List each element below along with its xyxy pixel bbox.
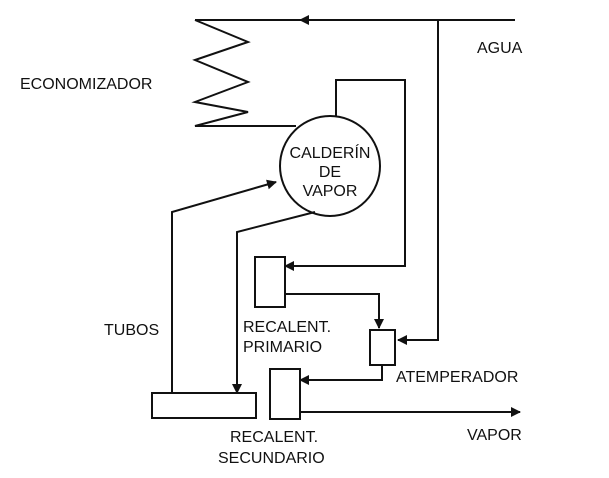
tubos-label: TUBOS [104,322,159,339]
tubes-header-box [151,392,257,419]
attemperator-to-secondary-line [299,365,383,385]
recalent-primario-label-line2: PRIMARIO [243,339,322,356]
primary-superheater-box [254,256,286,308]
calderin-label-line2: DE [319,164,341,181]
recalent-secundario-label-line2: SECUNDARIO [218,450,325,467]
economizador-label: ECONOMIZADOR [20,76,152,93]
water-to-attemperator-line [397,20,439,345]
steam-drum-vessel [279,115,381,217]
attemperator-box [369,329,396,366]
atemperador-label: ATEMPERADOR [396,369,518,386]
economizer-coil [191,19,296,127]
primary-to-attemperator-line [285,293,384,329]
secondary-superheater-box [269,368,301,420]
calderin-label-line1: CALDERÍN [290,143,371,162]
recalent-primario-label-line1: RECALENT. [243,319,331,336]
agua-label: AGUA [477,40,523,57]
calderin-label-line3: VAPOR [303,183,358,200]
drum-to-primary-line [284,79,406,271]
recalent-secundario-label-line1: RECALENT. [230,429,318,446]
vapor-label: VAPOR [467,427,522,444]
tubes-riser-line [171,179,277,393]
downcomer-line [232,211,316,394]
